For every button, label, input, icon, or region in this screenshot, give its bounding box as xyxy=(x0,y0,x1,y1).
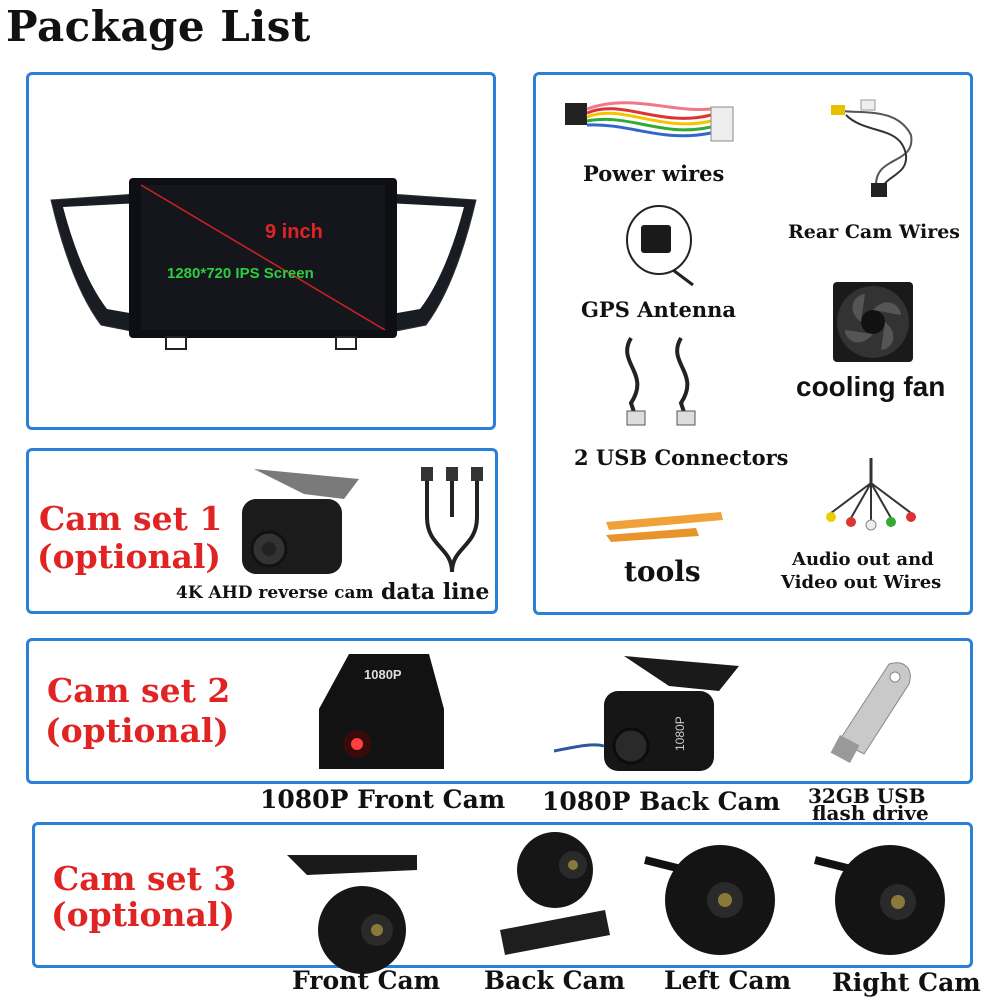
left-cam-label: Left Cam xyxy=(664,966,792,995)
cam-set-1-panel: Cam set 1 (optional) 4K AHD reverse cam … xyxy=(26,448,498,614)
front-cam-image: 1080P xyxy=(319,654,444,769)
cam-set-3-panel: Cam set 3 (optional) xyxy=(32,822,973,974)
screen-size-label: 9 inch xyxy=(265,221,323,243)
accessories-panel: Power wires Rear Cam Wires GPS Antenna c… xyxy=(533,72,973,615)
back-cam-3-image xyxy=(500,832,610,955)
front-cam-3-image xyxy=(287,855,417,974)
flash-drive-image xyxy=(830,662,911,763)
cam-set-3-title: Cam set 3 xyxy=(53,859,237,898)
cam-set-2-optional: (optional) xyxy=(45,711,230,750)
head-unit-illustration xyxy=(50,178,477,350)
front-cam-device-text: 1080P xyxy=(364,667,402,682)
back-cam-image: 1080P xyxy=(553,656,739,771)
flash-drive-label-line2: flash drive xyxy=(812,801,929,825)
cooling-fan-image xyxy=(833,282,913,362)
power-wires-image xyxy=(565,101,734,142)
head-unit-panel: 9 inch 1280*720 IPS Screen xyxy=(26,72,496,430)
back-cam-3-label: Back Cam xyxy=(484,966,626,995)
cam-set-1-title: Cam set 1 xyxy=(39,499,223,538)
cam-set-3-optional: (optional) xyxy=(51,895,236,934)
right-cam-image xyxy=(814,845,945,955)
reverse-cam-label: 4K AHD reverse cam xyxy=(176,583,374,603)
flash-drive-label-line1: 32GB USB xyxy=(808,784,926,808)
rear-cam-wires-label: Rear Cam Wires xyxy=(788,221,960,243)
audio-out-label: Audio out and xyxy=(792,549,934,570)
usb-connectors-image xyxy=(625,336,696,426)
back-cam-1080p-label: 1080P Back Cam xyxy=(542,787,781,816)
data-line-label: data line xyxy=(381,579,490,605)
tools-label: tools xyxy=(624,555,701,588)
video-out-label: Video out Wires xyxy=(781,572,942,593)
cam-set-2-title: Cam set 2 xyxy=(47,671,231,710)
tools-image xyxy=(606,512,723,542)
front-cam-1080p-label: 1080P Front Cam xyxy=(260,785,506,814)
back-cam-device-text: 1080P xyxy=(673,716,687,751)
screen-resolution-label: 1280*720 IPS Screen xyxy=(167,265,314,282)
power-wires-label: Power wires xyxy=(583,161,725,186)
cooling-fan-label: cooling fan xyxy=(796,371,946,402)
cam-set-1-optional: (optional) xyxy=(37,537,222,576)
front-cam-3-label: Front Cam xyxy=(292,966,441,995)
gps-antenna-image xyxy=(626,205,694,287)
cam-set-2-panel: Cam set 2 (optional) 1080P 1080P xyxy=(26,638,973,784)
gps-antenna-label: GPS Antenna xyxy=(581,297,736,322)
rear-cam-wires-image xyxy=(831,99,913,197)
page-title: Package List xyxy=(6,2,311,51)
right-cam-label: Right Cam xyxy=(832,968,981,997)
usb-connectors-label: 2 USB Connectors xyxy=(574,445,789,470)
reverse-cam-image xyxy=(242,469,359,574)
audio-video-wires-image xyxy=(826,458,916,531)
left-cam-image xyxy=(644,845,775,955)
data-line-image xyxy=(421,467,483,573)
